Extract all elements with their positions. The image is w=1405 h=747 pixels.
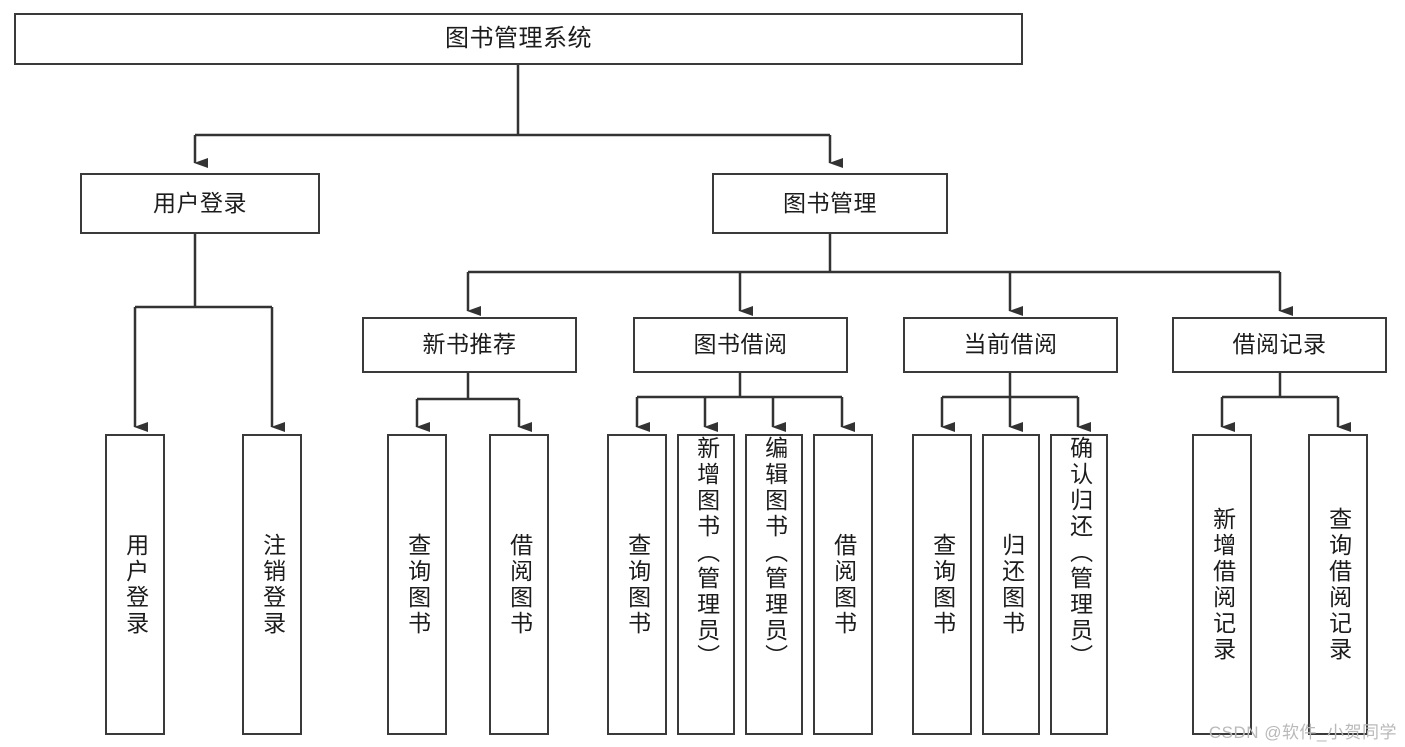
leaf-query-book-recommend[interactable]: 查询图书 [387, 434, 447, 735]
leaf-confirm-return-admin[interactable]: 确认归还（管理员） [1050, 434, 1108, 735]
node-label: 查询图书 [624, 532, 651, 637]
leaf-edit-book-admin[interactable]: 编辑图书（管理员） [745, 434, 803, 735]
node-label: 用户登录 [153, 189, 247, 216]
node-label: 图书借阅 [693, 331, 788, 358]
node-label: 归还图书 [998, 532, 1025, 637]
leaf-user-login[interactable]: 用户登录 [105, 434, 165, 735]
node-label: 借阅记录 [1232, 331, 1327, 358]
node-label: 当前借阅 [963, 331, 1058, 358]
leaf-return-book[interactable]: 归还图书 [982, 434, 1040, 735]
node-label: 查询借阅记录 [1325, 506, 1352, 663]
node-label: 确认归还（管理员） [1066, 436, 1093, 670]
leaf-borrow-book[interactable]: 借阅图书 [813, 434, 873, 735]
node-label: 借阅图书 [830, 532, 857, 637]
node-book-management-system[interactable]: 图书管理系统 [14, 13, 1023, 65]
node-new-book-recommend[interactable]: 新书推荐 [362, 317, 577, 373]
leaf-user-logout[interactable]: 注销登录 [242, 434, 302, 735]
leaf-add-borrow-record[interactable]: 新增借阅记录 [1192, 434, 1252, 735]
node-label: 借阅图书 [506, 532, 533, 637]
leaf-query-book-borrow[interactable]: 查询图书 [607, 434, 667, 735]
node-label: 注销登录 [259, 532, 286, 637]
node-label: 查询图书 [929, 532, 956, 637]
node-current-borrow[interactable]: 当前借阅 [903, 317, 1118, 373]
node-label: 新增图书（管理员） [693, 436, 720, 670]
node-label: 新增借阅记录 [1209, 506, 1236, 663]
node-label: 新书推荐 [422, 331, 517, 358]
leaf-query-book-current[interactable]: 查询图书 [912, 434, 972, 735]
node-borrow-record[interactable]: 借阅记录 [1172, 317, 1387, 373]
node-label: 图书管理系统 [445, 24, 592, 52]
node-label: 图书管理 [783, 189, 877, 216]
node-label: 查询图书 [404, 532, 431, 637]
node-user-login[interactable]: 用户登录 [80, 173, 320, 234]
node-book-manage[interactable]: 图书管理 [712, 173, 948, 234]
node-label: 用户登录 [122, 532, 149, 637]
node-label: 编辑图书（管理员） [761, 436, 788, 670]
node-book-borrow[interactable]: 图书借阅 [633, 317, 848, 373]
leaf-borrow-book-recommend[interactable]: 借阅图书 [489, 434, 549, 735]
leaf-query-borrow-record[interactable]: 查询借阅记录 [1308, 434, 1368, 735]
leaf-add-book-admin[interactable]: 新增图书（管理员） [677, 434, 735, 735]
